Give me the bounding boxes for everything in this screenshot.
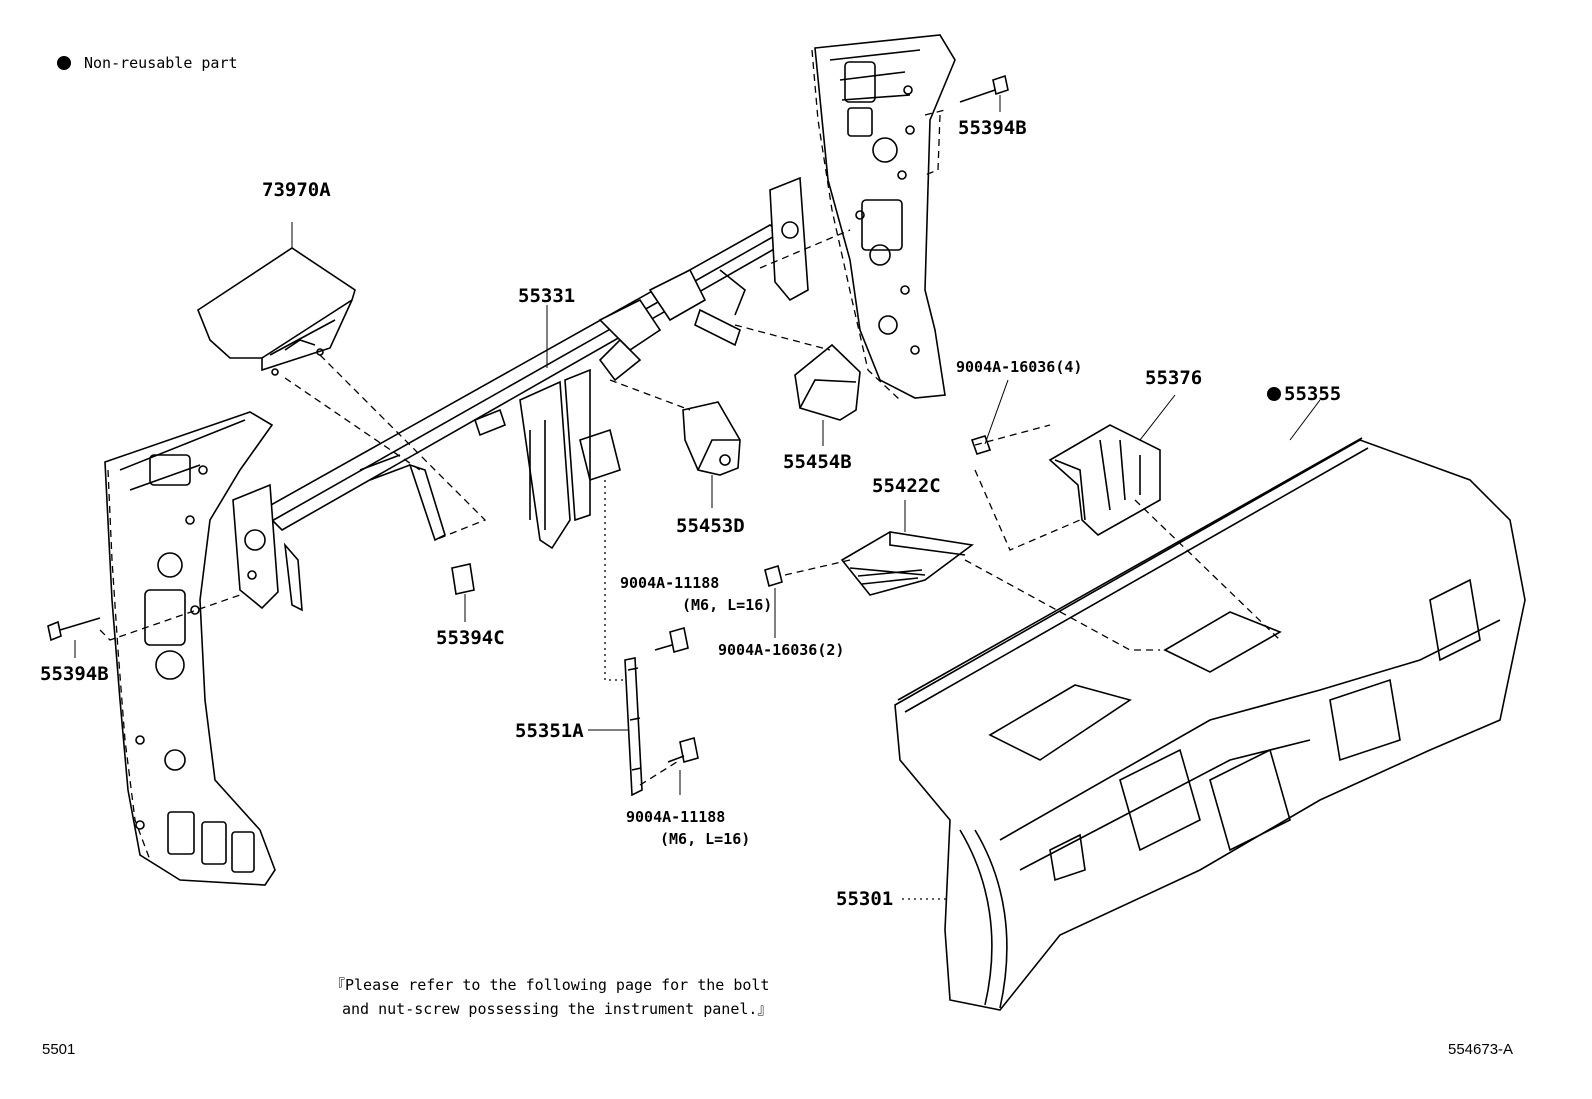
assembly-guides: [99, 109, 1281, 786]
label-9004A-11188-b: 9004A-11188: [626, 808, 725, 826]
non-reusable-marker-icon: [1267, 387, 1281, 401]
left-pillar-drawing: [104, 411, 276, 886]
register-55422C: [840, 500, 975, 596]
fastener-labels: 9004A-16036(4) 9004A-16036(2) 9004A-1118…: [620, 358, 1082, 848]
illustration-code: 554673-A: [1448, 1041, 1513, 1058]
label-55376: 55376: [1145, 367, 1202, 389]
reference-note: 『Please refer to the following page for …: [330, 976, 772, 1018]
right-pillar-drawing: [811, 34, 956, 401]
label-55394B-top: 55394B: [958, 117, 1027, 139]
duct-55453D: [682, 401, 741, 508]
instrument-panel: [894, 399, 1526, 1011]
label-55454B: 55454B: [783, 451, 852, 473]
label-55331: 55331: [518, 285, 575, 307]
label-9004A-16036-2: 9004A-16036(2): [718, 641, 844, 659]
footer: 5501 554673-A: [42, 1041, 1513, 1058]
legend: Non-reusable part: [57, 54, 238, 72]
airbag-assembly: [197, 222, 356, 376]
legend-text: Non-reusable part: [84, 54, 238, 72]
note-line-1: 『Please refer to the following page for …: [330, 976, 769, 994]
label-55355: 55355: [1284, 383, 1341, 405]
label-55301: 55301: [836, 888, 893, 910]
page-code: 5501: [42, 1041, 75, 1058]
lower-brace-55351A: [588, 657, 643, 797]
label-55453D: 55453D: [676, 515, 745, 537]
label-55351A: 55351A: [515, 720, 584, 742]
part-labels: 73970A 55331 55394B 55394B 55394C 55453D…: [40, 117, 1341, 910]
label-9004A-11188-a-spec: (M6, L=16): [682, 596, 772, 614]
label-55394C: 55394C: [436, 627, 505, 649]
label-55394B-left: 55394B: [40, 663, 109, 685]
label-73970A: 73970A: [262, 179, 331, 201]
non-reusable-marker-icon: [57, 56, 71, 70]
steering-support-beam: [232, 176, 809, 612]
label-9004A-11188-b-spec: (M6, L=16): [660, 830, 750, 848]
label-9004A-16036-4: 9004A-16036(4): [956, 358, 1082, 376]
fasteners: [47, 74, 1009, 795]
duct-55454B: [794, 343, 861, 446]
label-55422C: 55422C: [872, 475, 941, 497]
label-9004A-11188-a: 9004A-11188: [620, 574, 719, 592]
note-line-2: and nut-screw possessing the instrument …: [342, 1000, 772, 1018]
bracket-55376: [1048, 394, 1176, 536]
